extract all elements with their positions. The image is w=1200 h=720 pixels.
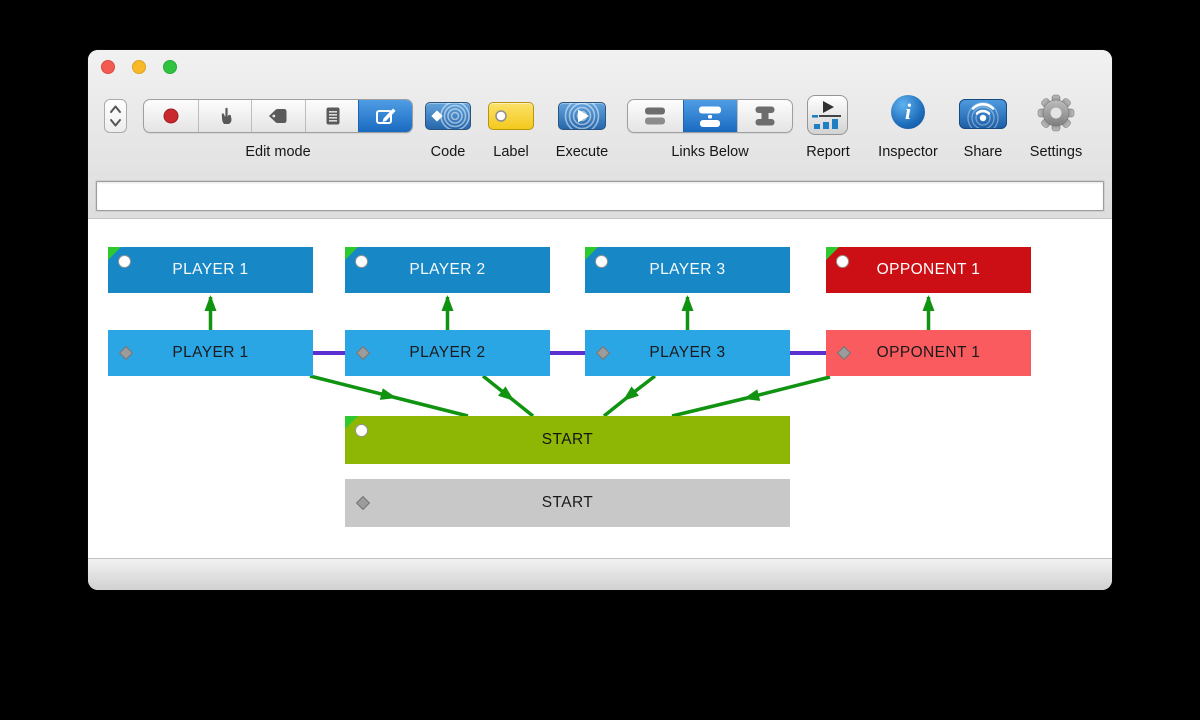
toolbar-stepper[interactable] [104,99,127,133]
node-player1-upper[interactable]: PLAYER 1 [108,247,313,293]
node-label: PLAYER 3 [649,344,726,361]
circle-badge-icon [836,255,849,268]
record-icon [163,108,179,124]
chevron-up-icon [110,105,121,113]
label-icon [495,110,507,122]
code-icon [431,103,470,129]
node-label: PLAYER 2 [409,261,486,278]
circle-badge-icon [118,255,131,268]
link-player1-start [309,374,469,418]
links-inline-icon [755,106,775,126]
diamond-badge-icon [595,345,611,361]
label-label: Label [493,144,529,160]
diamond-badge-icon [355,495,371,511]
links-display-segmented-control [627,99,793,133]
mode-record-button[interactable] [144,100,198,132]
links-plain-button[interactable] [628,100,683,132]
compose-edit-icon [375,108,396,124]
node-label: PLAYER 1 [172,344,249,361]
corner-flag-icon [585,247,598,260]
close-button[interactable] [101,60,115,74]
node-label: START [541,494,594,511]
status-bar [88,558,1112,590]
mode-tag-button[interactable] [251,100,305,132]
node-opponent1-upper[interactable]: OPPONENT 1 [826,247,1031,293]
label-button[interactable] [488,102,534,130]
corner-flag-icon [826,247,839,260]
mode-edit-button[interactable] [358,100,412,132]
corner-flag-icon [345,247,358,260]
inspector-button[interactable]: i [891,95,925,129]
node-player2-upper[interactable]: PLAYER 2 [345,247,550,293]
chevron-down-icon [110,119,121,127]
links-inline-button[interactable] [737,100,792,132]
app-window: Edit mode Code Label [88,50,1112,590]
execute-button[interactable] [558,102,606,130]
share-label: Share [963,144,1003,160]
share-button[interactable] [959,99,1007,134]
report-label: Report [806,144,850,160]
gear-icon [1037,94,1075,132]
link-player2-start [481,374,535,418]
execute-label: Execute [555,144,609,160]
zoom-button[interactable] [163,60,177,74]
minimize-button[interactable] [132,60,146,74]
code-label: Code [430,144,466,160]
settings-label: Settings [1029,144,1083,160]
links-plain-icon [645,107,666,125]
node-start-lower[interactable]: START [345,479,790,527]
node-label: OPPONENT 1 [876,344,981,361]
edit-mode-segmented-control [143,99,413,133]
node-label: OPPONENT 1 [876,261,981,278]
links-below-button[interactable] [682,100,738,132]
node-label: PLAYER 2 [409,344,486,361]
circle-badge-icon [355,255,368,268]
links-below-icon [699,106,722,127]
node-label: START [541,431,594,448]
settings-button[interactable] [1036,93,1076,133]
node-player2-lower[interactable]: PLAYER 2 [345,330,550,376]
link-opponent1-start [671,375,831,418]
window-header: Edit mode Code Label [88,50,1112,219]
code-button[interactable] [425,102,471,130]
corner-flag-icon [108,247,121,260]
map-canvas[interactable]: PLAYER 1 PLAYER 2 PLAYER 3 OPPONENT 1 PL… [88,219,1112,558]
info-icon: i [904,99,912,124]
diamond-badge-icon [355,345,371,361]
node-label: PLAYER 3 [649,261,726,278]
mode-browse-button[interactable] [197,100,252,132]
filter-field[interactable] [95,180,1105,212]
node-player3-lower[interactable]: PLAYER 3 [585,330,790,376]
corner-flag-icon [345,416,358,429]
node-label: PLAYER 1 [172,261,249,278]
link-player3-start [602,374,657,418]
node-opponent1-lower[interactable]: OPPONENT 1 [826,330,1031,376]
play-icon [564,103,600,129]
node-player1-lower[interactable]: PLAYER 1 [108,330,313,376]
broadcast-icon [967,102,999,134]
node-start-upper[interactable]: START [345,416,790,464]
link-lines [204,295,935,418]
node-player3-upper[interactable]: PLAYER 3 [585,247,790,293]
inspector-label: Inspector [878,144,938,160]
report-icon [812,101,841,129]
hand-pointer-icon [221,107,232,124]
edit-mode-label: Edit mode [245,144,311,160]
document-icon [326,107,340,125]
diamond-badge-icon [836,345,852,361]
tag-icon [269,109,287,123]
mode-note-button[interactable] [304,100,359,132]
report-button[interactable] [807,95,848,135]
links-below-label: Links Below [671,144,749,160]
diamond-badge-icon [118,345,134,361]
circle-badge-icon [355,424,368,437]
circle-badge-icon [595,255,608,268]
